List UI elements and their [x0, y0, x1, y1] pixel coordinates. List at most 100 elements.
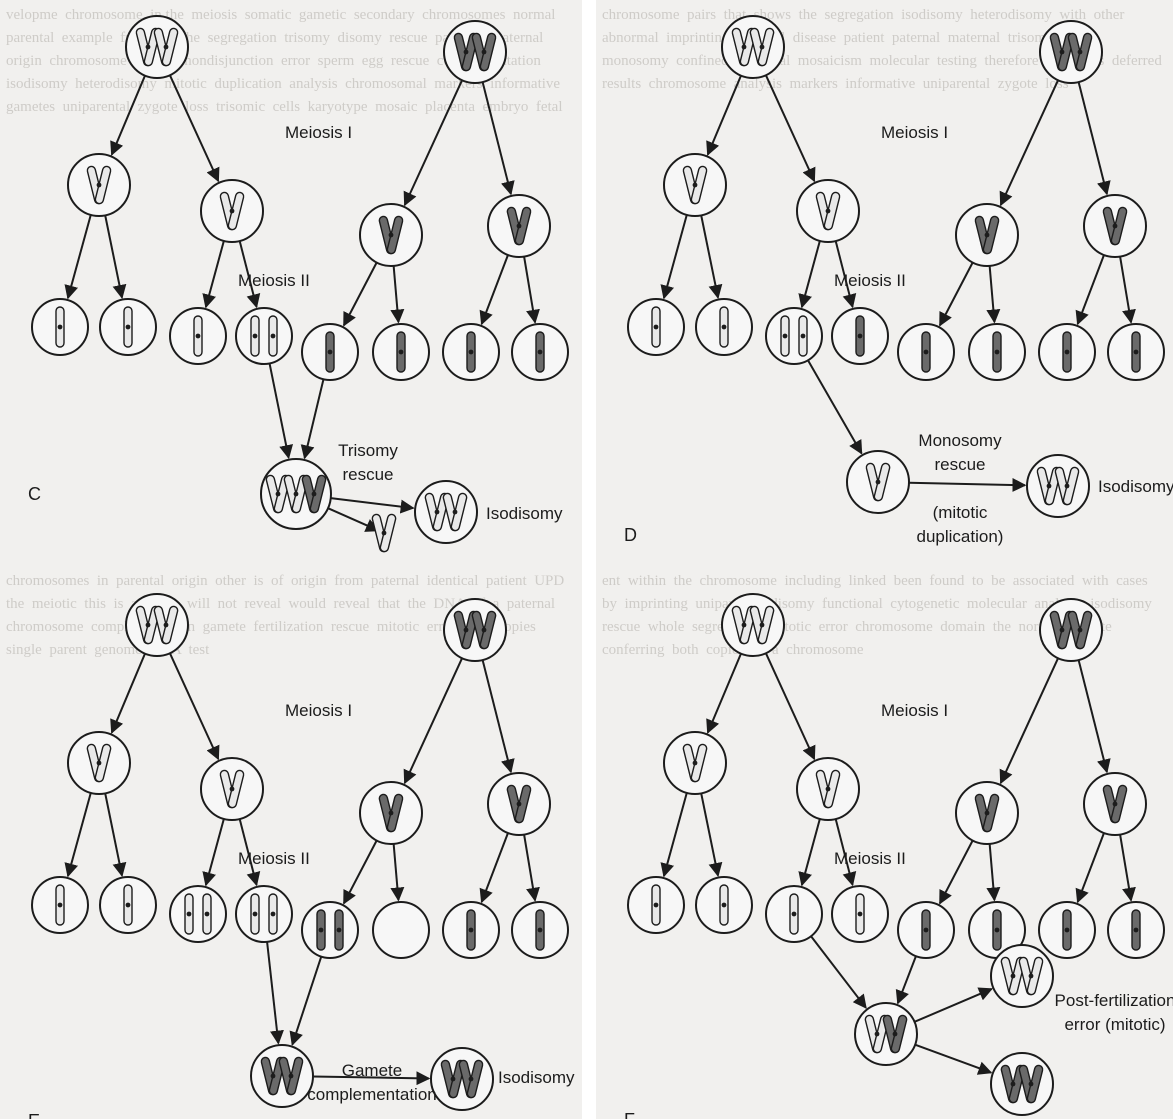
chromosome-x: [471, 32, 497, 72]
cell-circle: [372, 323, 430, 381]
cell-circle: [765, 307, 823, 365]
arrow: [986, 843, 1001, 902]
arrow: [110, 653, 146, 734]
meiosis-i-label: Meiosis I: [285, 701, 352, 720]
centromere: [252, 333, 258, 339]
cell-circle: [511, 901, 569, 959]
centromere: [311, 491, 317, 497]
cell-membrane: [990, 1052, 1054, 1116]
chromatid-single: [651, 306, 661, 348]
meiosis-i-label: Meiosis I: [881, 701, 948, 720]
centromere: [388, 810, 394, 816]
arrow: [700, 215, 723, 299]
cell-membrane: [443, 598, 507, 662]
arrow: [523, 256, 540, 324]
arrow: [706, 653, 742, 734]
chromosome-x: [1018, 956, 1044, 996]
cell-circle: [695, 298, 753, 356]
centromere: [825, 208, 831, 214]
centromere: [994, 349, 1000, 355]
cell-circle: [846, 450, 910, 514]
centromere: [516, 223, 522, 229]
chromatid-single: [651, 884, 661, 926]
chromatid-single: [123, 306, 133, 348]
cell-membrane: [443, 20, 507, 84]
arrow: [268, 363, 294, 460]
chromosome-x: [1102, 784, 1128, 824]
monosomy-rescue-label-2: rescue: [934, 455, 985, 474]
cell-membrane: [301, 901, 359, 959]
centromere: [1010, 1081, 1016, 1087]
cell-circle: [443, 598, 507, 662]
chromatid-single: [334, 909, 344, 951]
centromere: [398, 349, 404, 355]
centromere: [336, 927, 342, 933]
centromere: [270, 911, 276, 917]
chromatid-single: [535, 331, 545, 373]
arrow: [914, 1043, 993, 1075]
cell-circle: [359, 781, 423, 845]
centromere: [229, 208, 235, 214]
centromere: [653, 324, 659, 330]
chromatid-single: [396, 331, 406, 373]
chromosome-x: [749, 27, 775, 67]
chromatid-single: [316, 909, 326, 951]
centromere: [434, 509, 440, 515]
cell-circle: [125, 593, 189, 657]
centromere: [791, 911, 797, 917]
cell-membrane: [721, 15, 785, 79]
cell-circle: [990, 944, 1054, 1008]
mitotic-duplication-label: (mitotic: [933, 503, 988, 522]
cell-circle: [897, 323, 955, 381]
chromatid-single: [855, 315, 865, 357]
chromosome-x: [974, 793, 1000, 833]
centromere: [1064, 349, 1070, 355]
arrow: [289, 956, 323, 1046]
centromere: [1059, 49, 1065, 55]
centromere: [468, 349, 474, 355]
cell-circle: [487, 194, 551, 258]
arrow: [327, 507, 380, 532]
chromatid-single: [921, 909, 931, 951]
arrow: [999, 79, 1059, 207]
chromosome-x: [1067, 610, 1093, 650]
cell-membrane: [235, 307, 293, 365]
centromere: [1133, 927, 1139, 933]
panel-letter-f: F: [624, 1110, 635, 1119]
cell-circle: [1039, 20, 1103, 84]
arrow: [168, 74, 220, 183]
arrow: [64, 214, 92, 300]
centromere: [450, 1076, 456, 1082]
arrow: [1077, 81, 1111, 196]
chromatid-single: [268, 315, 278, 357]
chromosome-x: [219, 191, 245, 231]
chromosome-x: [682, 165, 708, 205]
chromosome-x: [682, 743, 708, 783]
cell-circle: [627, 876, 685, 934]
centromere: [1077, 49, 1083, 55]
centromere: [1010, 973, 1016, 979]
arrow: [342, 262, 378, 327]
centromere: [741, 622, 747, 628]
chromatid-single: [466, 331, 476, 373]
cell-circle: [1107, 901, 1165, 959]
cell-circle: [99, 876, 157, 934]
arrow: [1119, 256, 1136, 324]
cell-circle: [721, 593, 785, 657]
centromere: [1064, 483, 1070, 489]
meiosis-ii-label: Meiosis II: [238, 849, 310, 868]
cell-circle: [1038, 323, 1096, 381]
arrow: [938, 262, 974, 327]
arrow: [807, 359, 863, 455]
cell-circle: [1039, 598, 1103, 662]
cell-circle: [831, 307, 889, 365]
meiosis-i-label: Meiosis I: [881, 123, 948, 142]
centromere: [653, 902, 659, 908]
centromere: [318, 927, 324, 933]
centromere: [1112, 223, 1118, 229]
cell-membrane: [1039, 20, 1103, 84]
panel-letter-c: C: [28, 484, 41, 504]
centromere: [452, 509, 458, 515]
chromosome-x: [153, 605, 179, 645]
